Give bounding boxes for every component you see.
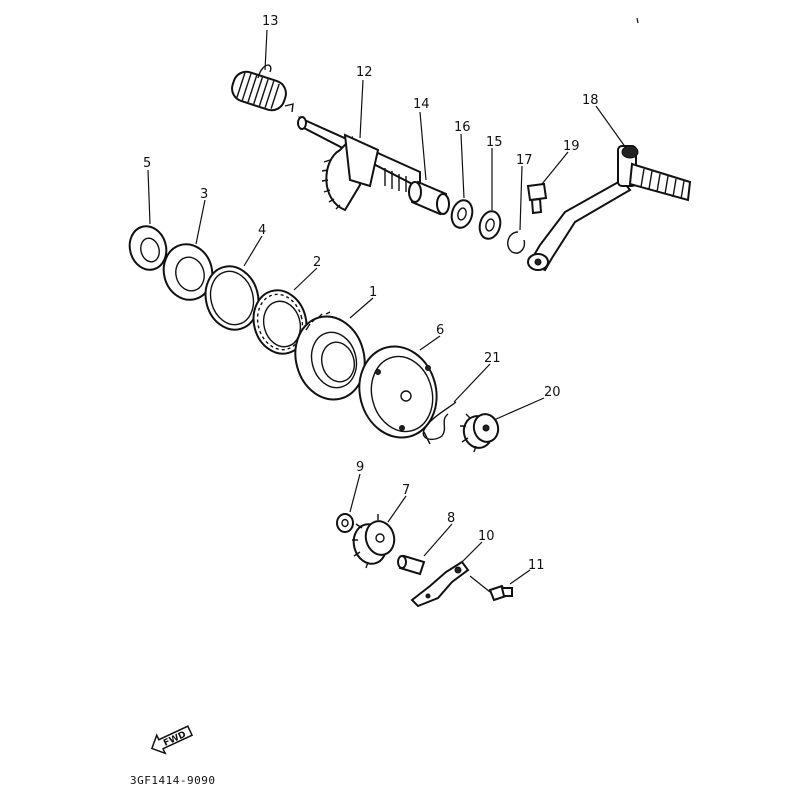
part-15-washer bbox=[478, 210, 502, 240]
label-11: 11 bbox=[528, 558, 545, 573]
part-5-clip bbox=[128, 225, 168, 271]
part-12-kick-shaft bbox=[297, 116, 421, 212]
part-labels: 13 12 14 16 15 17 19 18 5 3 4 2 1 6 21 2… bbox=[143, 14, 599, 573]
diagram-code: 3GF1414-9090 bbox=[130, 774, 215, 787]
part-17-circlip bbox=[507, 231, 526, 254]
part-1-ratchet bbox=[294, 311, 366, 401]
label-7: 7 bbox=[402, 483, 410, 498]
label-12: 12 bbox=[356, 65, 373, 80]
label-2: 2 bbox=[313, 255, 321, 270]
label-21: 21 bbox=[484, 351, 501, 366]
part-7-idle-gear bbox=[352, 514, 396, 569]
part-14-collar bbox=[408, 180, 450, 216]
part-20-pinion bbox=[460, 413, 500, 453]
part-21-wire-clip bbox=[422, 401, 457, 445]
label-16: 16 bbox=[454, 120, 471, 135]
label-15: 15 bbox=[486, 135, 503, 150]
corner-mark bbox=[636, 17, 639, 24]
part-16-washer bbox=[450, 199, 474, 229]
label-1: 1 bbox=[369, 285, 377, 300]
leader-lines bbox=[147, 29, 627, 593]
part-19-bolt bbox=[526, 182, 548, 215]
part-8-pin bbox=[397, 554, 426, 576]
label-10: 10 bbox=[478, 529, 495, 544]
label-17: 17 bbox=[516, 153, 533, 168]
part-10-stopper-plate bbox=[410, 560, 470, 608]
label-20: 20 bbox=[544, 385, 561, 400]
part-11-bolt bbox=[488, 584, 513, 602]
label-4: 4 bbox=[258, 223, 266, 238]
label-9: 9 bbox=[356, 460, 364, 475]
label-8: 8 bbox=[447, 511, 455, 526]
part-18-kick-lever bbox=[527, 145, 692, 272]
label-6: 6 bbox=[436, 323, 444, 338]
part-9-washer bbox=[336, 513, 354, 533]
label-3: 3 bbox=[200, 187, 208, 202]
fwd-arrow-icon: FWD bbox=[150, 725, 194, 755]
part-6-cover-plate bbox=[358, 345, 438, 439]
part-2-bearing bbox=[252, 289, 308, 355]
part-13-spring bbox=[231, 64, 294, 113]
label-14: 14 bbox=[413, 97, 430, 112]
label-5: 5 bbox=[143, 156, 151, 171]
label-19: 19 bbox=[563, 139, 580, 154]
part-4-ring bbox=[204, 265, 260, 331]
label-13: 13 bbox=[262, 14, 279, 29]
part-3-oil-seal bbox=[162, 243, 214, 301]
label-18: 18 bbox=[582, 93, 599, 108]
